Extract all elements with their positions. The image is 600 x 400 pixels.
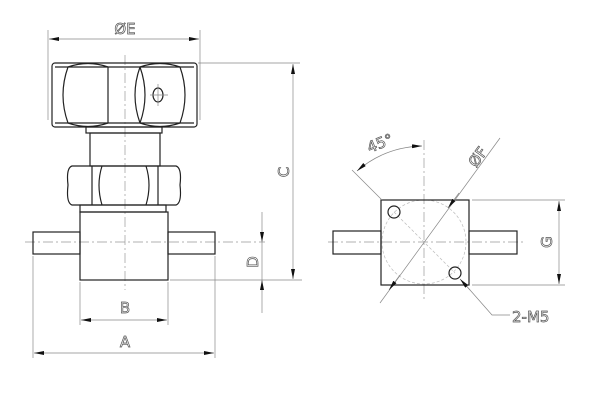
- front-view: ØE C D B A: [25, 20, 302, 358]
- knob-flange: [85, 126, 163, 134]
- body: [79, 211, 169, 281]
- label-diameter-f: ØF: [465, 144, 492, 171]
- label-b: B: [120, 299, 130, 317]
- label-diameter-e: ØE: [114, 20, 135, 38]
- label-g: G: [538, 236, 556, 248]
- left-pipe: [332, 230, 382, 255]
- nut-ring: [79, 204, 167, 213]
- top-view: ØF 45° G 2-M5: [328, 130, 565, 326]
- right-pipe: [167, 231, 216, 255]
- handle-knob: [51, 62, 198, 128]
- left-pipe: [32, 231, 81, 255]
- mounting-hole: [387, 205, 401, 219]
- label-c: C: [275, 167, 293, 177]
- right-pipe: [468, 230, 518, 255]
- dimension-f: [388, 274, 401, 291]
- mounting-hole: [448, 266, 462, 280]
- hex-nut: [66, 165, 182, 206]
- label-a: A: [120, 333, 131, 351]
- label-holes: 2-M5: [512, 308, 549, 326]
- label-angle: 45°: [364, 130, 395, 157]
- body-square: [380, 199, 470, 286]
- label-d: D: [244, 256, 262, 268]
- angle-dimension: [356, 144, 423, 172]
- hole-leader: [462, 281, 510, 316]
